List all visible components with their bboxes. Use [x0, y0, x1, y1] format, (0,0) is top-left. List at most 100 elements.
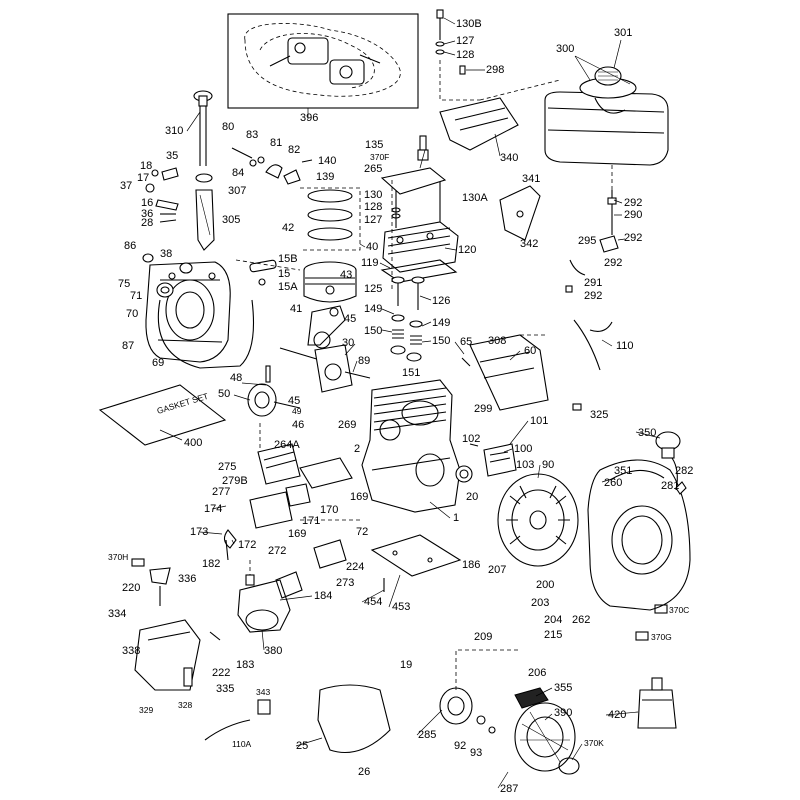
label-292b: 292	[624, 232, 642, 244]
label-42: 42	[282, 222, 294, 234]
label-102: 102	[462, 433, 480, 445]
label-273: 273	[336, 577, 354, 589]
label-200: 200	[536, 579, 554, 591]
label-41: 41	[290, 303, 302, 315]
label-40: 40	[366, 241, 378, 253]
label-355: 355	[554, 682, 572, 694]
cylinder-block	[361, 379, 461, 513]
label-292a: 292	[624, 197, 642, 209]
label-169b: 169	[288, 528, 306, 540]
governor-shaft-parts	[145, 167, 179, 223]
label-186: 186	[462, 559, 480, 571]
decal-370H	[131, 558, 145, 567]
label-92: 92	[454, 740, 466, 752]
label-182: 182	[202, 558, 220, 570]
label-335: 335	[216, 683, 234, 695]
label-37: 37	[120, 180, 132, 192]
label-49: 49	[292, 406, 302, 416]
label-420: 420	[608, 709, 626, 721]
label-340: 340	[500, 152, 518, 164]
label-45a: 45	[344, 313, 356, 325]
label-370C: 370C	[669, 605, 689, 615]
label-26: 26	[358, 766, 370, 778]
choke-control	[149, 567, 171, 606]
label-30: 30	[342, 337, 354, 349]
label-70: 70	[126, 308, 138, 320]
label-130A: 130A	[462, 192, 488, 204]
muffler	[257, 443, 301, 485]
connecting-rod	[307, 305, 346, 349]
governor-lever-parts	[231, 147, 313, 185]
carburetor	[209, 574, 291, 641]
control-panel-shroud	[134, 619, 201, 691]
label-15: 15	[278, 268, 290, 280]
label-291: 291	[584, 277, 602, 289]
oil-bottle	[637, 677, 677, 729]
label-173: 173	[190, 526, 208, 538]
label-454: 454	[364, 596, 382, 608]
intake-elbow	[223, 529, 237, 561]
label-75: 75	[118, 278, 130, 290]
label-370H: 370H	[108, 552, 128, 562]
label-80: 80	[222, 121, 234, 133]
label-150a: 150	[364, 325, 382, 337]
label-262: 262	[572, 614, 590, 626]
fuel-tank	[544, 66, 669, 166]
label-298: 298	[486, 64, 504, 76]
label-222: 222	[212, 667, 230, 679]
label-380: 380	[264, 645, 282, 657]
label-127b: 127	[364, 214, 382, 226]
label-292d: 292	[584, 290, 602, 302]
starter-cover	[317, 684, 391, 754]
label-301: 301	[614, 27, 632, 39]
label-2: 2	[354, 443, 360, 455]
label-28: 28	[141, 217, 153, 229]
label-290: 290	[624, 209, 642, 221]
label-209: 209	[474, 631, 492, 643]
control-bracket	[499, 185, 541, 241]
label-343: 343	[256, 687, 270, 697]
label-370F: 370F	[370, 152, 389, 162]
label-36: 36	[141, 208, 153, 220]
valve-springs	[390, 314, 423, 362]
assembly-guide-lines	[235, 60, 613, 690]
label-135: 135	[365, 139, 383, 151]
label-215: 215	[544, 629, 562, 641]
label-272: 272	[268, 545, 286, 557]
label-334: 334	[108, 608, 126, 620]
label-69: 69	[152, 357, 164, 369]
label-83: 83	[246, 129, 258, 141]
label-45b: 45	[288, 395, 300, 407]
label-206: 206	[528, 667, 546, 679]
intake-exhaust-valves	[391, 276, 425, 310]
label-84: 84	[232, 167, 244, 179]
label-86: 86	[124, 240, 136, 252]
label-93: 93	[470, 747, 482, 759]
label-127: 127	[456, 35, 474, 47]
crankcase-gasket	[157, 299, 255, 369]
label-139: 139	[316, 171, 334, 183]
label-15B: 15B	[278, 253, 298, 265]
label-329: 329	[139, 705, 153, 715]
gasket-set-package: GASKET SET	[98, 384, 227, 446]
cylinder-baffle	[461, 334, 549, 411]
label-1: 1	[453, 512, 459, 524]
label-130B: 130B	[456, 18, 482, 30]
air-guide-bracket	[380, 97, 519, 195]
label-400: 400	[184, 437, 202, 449]
label-125: 125	[364, 283, 382, 295]
carburetor-gaskets	[275, 539, 347, 599]
label-169a: 169	[350, 491, 368, 503]
piston-rings	[300, 187, 361, 251]
label-82: 82	[288, 144, 300, 156]
label-287: 287	[500, 783, 518, 795]
label-65: 65	[460, 336, 472, 348]
label-60: 60	[524, 345, 536, 357]
label-336: 336	[178, 573, 196, 585]
primer-bulb	[655, 431, 687, 495]
rewind-starter	[514, 687, 576, 772]
label-120: 120	[458, 244, 476, 256]
label-390: 390	[554, 707, 572, 719]
label-282: 282	[675, 465, 693, 477]
